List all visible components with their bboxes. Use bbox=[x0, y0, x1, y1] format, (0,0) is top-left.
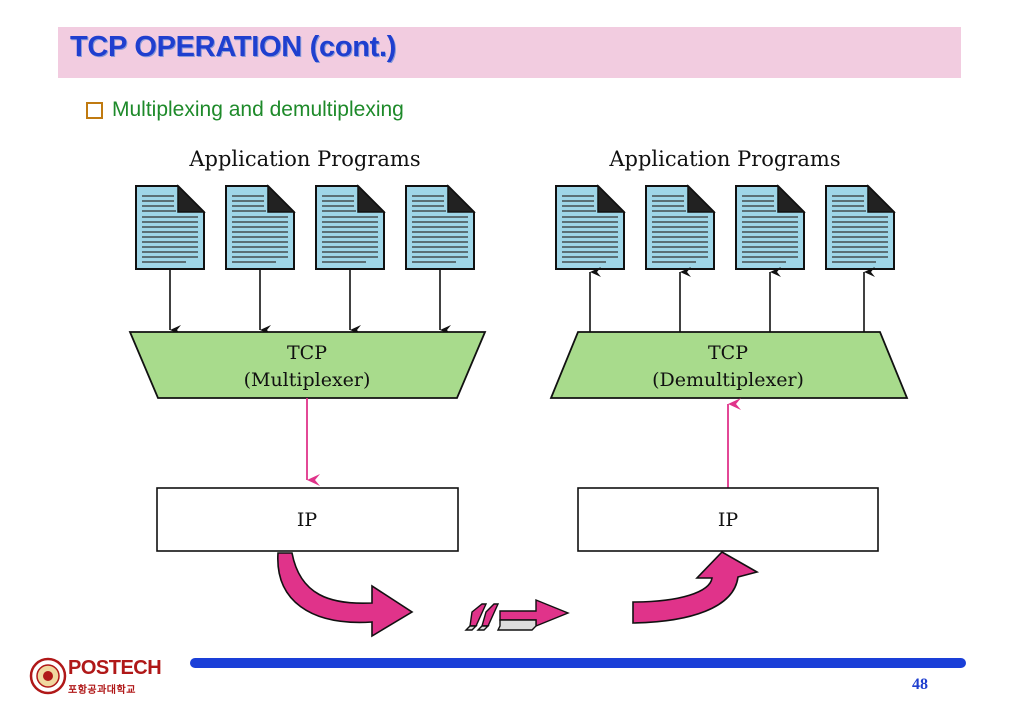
left-tcp-role-label: (Multiplexer) bbox=[244, 369, 371, 391]
right-ip-box bbox=[577, 487, 879, 552]
logo-text: POSTECH bbox=[68, 657, 162, 679]
left-app-label: Application Programs bbox=[188, 147, 420, 171]
university-seal-icon bbox=[29, 657, 67, 695]
left-document-icon-3 bbox=[315, 185, 385, 270]
right-ip-label: IP bbox=[718, 509, 739, 531]
logo-subtext: 포항공과대학교 bbox=[68, 685, 136, 696]
right-tcp-role-label: (Demultiplexer) bbox=[652, 369, 804, 391]
left-ip-box bbox=[156, 487, 459, 552]
left-tcp-label: TCP bbox=[287, 342, 327, 364]
title-bar bbox=[58, 27, 961, 78]
left-document-icon-2 bbox=[225, 185, 295, 270]
left-document-icon-1 bbox=[135, 185, 205, 270]
right-document-icon-1 bbox=[555, 185, 625, 270]
right-document-icon-2 bbox=[645, 185, 715, 270]
page-number: 48 bbox=[912, 676, 928, 693]
bullet-item: Multiplexing and demultiplexing bbox=[86, 98, 404, 122]
square-bullet-icon bbox=[86, 101, 103, 119]
left-ip-label: IP bbox=[297, 509, 318, 531]
right-curved-receive-arrow bbox=[632, 550, 760, 624]
right-up-arrows bbox=[589, 267, 875, 332]
slide-title: TCP OPERATION (cont.) bbox=[70, 31, 397, 63]
left-curved-send-arrow bbox=[277, 552, 414, 638]
right-app-label: Application Programs bbox=[608, 147, 840, 171]
left-document-icon-4 bbox=[405, 185, 475, 270]
right-document-icon-3 bbox=[735, 185, 805, 270]
bullet-text: Multiplexing and demultiplexing bbox=[112, 98, 404, 121]
left-down-arrows bbox=[169, 269, 451, 335]
transmission-arrow bbox=[464, 598, 570, 631]
tcp-multiplexer-box bbox=[128, 331, 487, 399]
tcp-demultiplexer-box bbox=[549, 331, 909, 399]
right-tcp-label: TCP bbox=[708, 342, 748, 364]
footer-bar bbox=[190, 658, 966, 668]
right-document-icon-4 bbox=[825, 185, 895, 270]
